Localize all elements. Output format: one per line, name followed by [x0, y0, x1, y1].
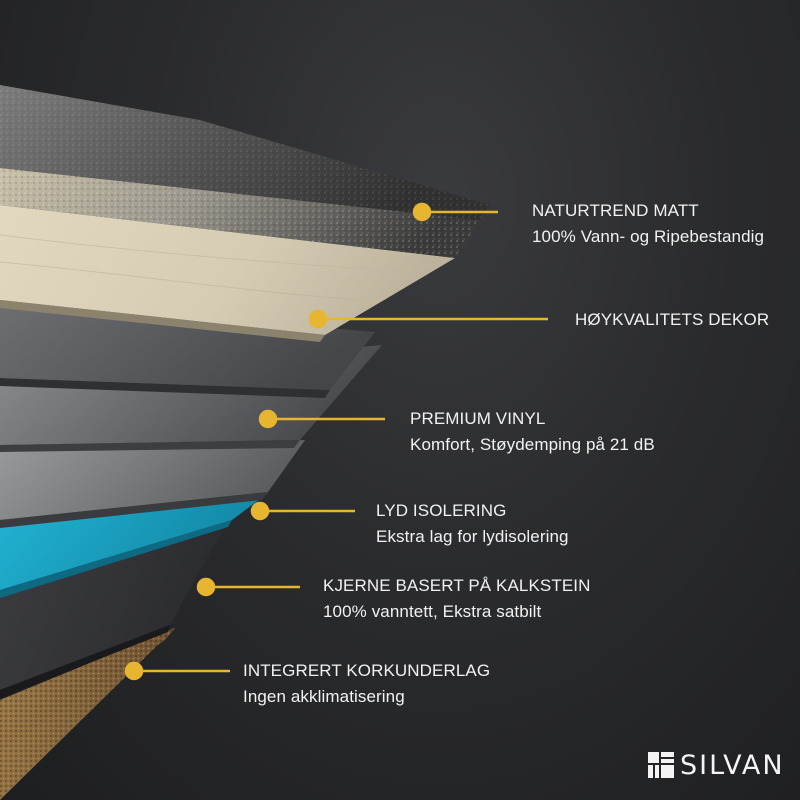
layer-core	[0, 520, 228, 690]
callout-title: PREMIUM VINYL	[410, 409, 546, 428]
callout-dot-naturtrend	[412, 202, 432, 222]
callout-subtitle: 100% vanntett, Ekstra satbilt	[323, 602, 542, 621]
callout-dot-dekor	[308, 309, 328, 329]
callout-title: HØYKVALITETS DEKOR	[575, 310, 770, 329]
callout-dot-vinyl	[258, 409, 278, 429]
callout-subtitle: Komfort, Støydemping på 21 dB	[410, 435, 655, 454]
callout-subtitle: Ingen akklimatisering	[243, 687, 405, 706]
callout-kork: INTEGRERT KORKUNDERLAG Ingen akklimatise…	[243, 658, 490, 710]
callout-dot-lyd	[250, 501, 270, 521]
callout-dot-kjerne	[196, 577, 216, 597]
logo-wordmark: SILVAN	[680, 749, 785, 781]
callout-title: NATURTREND MATT	[532, 201, 699, 220]
callout-title: KJERNE BASERT PÅ KALKSTEIN	[323, 576, 591, 595]
callout-dot-kork	[124, 661, 144, 681]
callout-naturtrend: NATURTREND MATT 100% Vann- og Ripebestan…	[532, 198, 764, 250]
callout-title: LYD ISOLERING	[376, 501, 507, 520]
layer-vinyl-1	[0, 300, 375, 390]
callout-lyd: LYD ISOLERING Ekstra lag for lydisolerin…	[376, 498, 569, 550]
callout-subtitle: Ekstra lag for lydisolering	[376, 527, 569, 546]
silvan-logo: SILVAN	[648, 749, 785, 781]
layer-decor	[0, 205, 455, 335]
callout-kjerne: KJERNE BASERT PÅ KALKSTEIN 100% vanntett…	[323, 573, 590, 625]
callout-subtitle: 100% Vann- og Ripebestandig	[532, 227, 765, 246]
callout-dekor: HØYKVALITETS DEKOR	[575, 307, 769, 333]
layer-vinyl-3	[0, 440, 305, 520]
callout-title: INTEGRERT KORKUNDERLAG	[243, 661, 491, 680]
silvan-logo-icon	[648, 752, 674, 778]
callout-vinyl: PREMIUM VINYL Komfort, Støydemping på 21…	[410, 406, 655, 458]
